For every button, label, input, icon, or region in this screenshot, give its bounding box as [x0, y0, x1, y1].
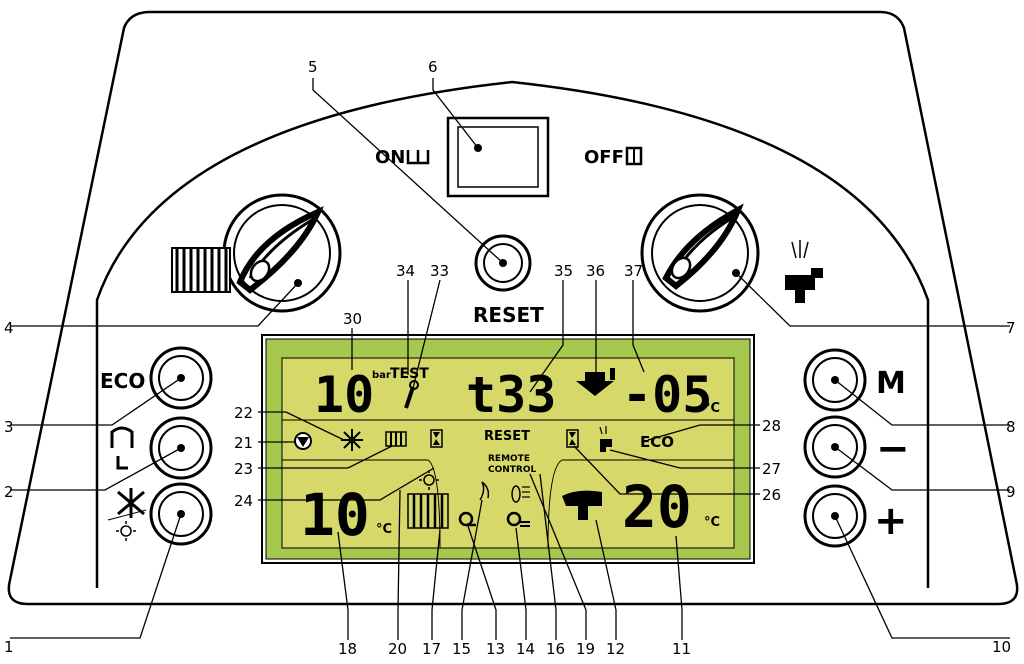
callout-19: 19 [576, 640, 595, 658]
callout-11: 11 [672, 640, 691, 658]
lcd-heating-value: 10 [300, 481, 370, 549]
callout-8: 8 [1006, 418, 1016, 436]
callout-12: 12 [606, 640, 625, 658]
lcd-display [261, 334, 755, 564]
callout-28: 28 [762, 417, 781, 435]
season-divider [107, 509, 147, 521]
callout-20: 20 [388, 640, 407, 658]
radiator-icon [171, 247, 231, 293]
burner-flame-icon [479, 481, 490, 501]
callout-30: 30 [343, 310, 362, 328]
callout-15: 15 [452, 640, 471, 658]
callout-21: 21 [234, 434, 253, 452]
callout-9: 9 [1006, 483, 1016, 501]
plus-button-label: + [874, 498, 908, 544]
callout-26: 26 [762, 486, 781, 504]
heating-temperature-knob[interactable] [222, 193, 342, 313]
lcd-remote-line1: REMOTE [488, 454, 530, 464]
callout-10: 10 [992, 638, 1011, 656]
lcd-pressure-value: 10 [314, 366, 374, 424]
lcd-eco-indicator: ECO [640, 433, 674, 451]
pump-icon [294, 432, 312, 450]
dhw-timer-icon [566, 429, 579, 448]
leader-lines [10, 78, 1010, 640]
callout-7: 7 [1006, 319, 1016, 337]
on-symbol-icon [406, 150, 430, 165]
mode-button-label: M [876, 366, 906, 401]
lcd-dhw-value: 20 [622, 473, 692, 541]
callout-24: 24 [234, 492, 253, 510]
callout-3: 3 [4, 418, 14, 436]
dhw-active-icon [599, 426, 612, 452]
callout-5: 5 [308, 58, 318, 76]
lamp-icon [511, 485, 530, 503]
heating-timer-icon [430, 429, 443, 448]
flow-sensor-bars-icon [506, 511, 530, 527]
callout-13: 13 [486, 640, 505, 658]
callout-4: 4 [4, 319, 14, 337]
callout-6: 6 [428, 58, 438, 76]
boiler-mode-icon [110, 426, 134, 470]
flow-sensor-icon [458, 511, 476, 527]
callout-35: 35 [554, 262, 573, 280]
panel-arch [95, 80, 930, 588]
callout-33: 33 [430, 262, 449, 280]
heating-active-icon [385, 431, 407, 447]
lcd-test-label: TEST [390, 366, 429, 382]
housing-outline [7, 10, 1019, 606]
frost-protection-icon [341, 429, 363, 451]
callout-14: 14 [516, 640, 535, 658]
summer-sun-icon [116, 521, 136, 541]
outdoor-sensor-icon [576, 368, 615, 396]
lcd-remote-line2: CONTROL [488, 465, 537, 475]
callout-16: 16 [546, 640, 565, 658]
lcd-outdoor-value: -05 [622, 366, 712, 424]
switch-off-label: OFF [584, 147, 624, 168]
eco-button-label: ECO [100, 369, 145, 393]
minus-button-label: − [876, 426, 910, 472]
dhw-temperature-knob[interactable] [640, 193, 760, 313]
callout-1: 1 [4, 638, 14, 656]
callout-23: 23 [234, 460, 253, 478]
lcd-pressure-unit: bar [372, 370, 391, 381]
switch-on-label: ON [375, 147, 405, 168]
reset-button-label: RESET [473, 303, 544, 327]
lcd-dhw-unit: °C [704, 515, 720, 530]
callout-17: 17 [422, 640, 441, 658]
winter-snowflake-icon [117, 488, 145, 518]
lcd-heating-unit: °C [376, 522, 392, 537]
callout-27: 27 [762, 460, 781, 478]
callout-18: 18 [338, 640, 357, 658]
hot-water-tap-icon [785, 240, 823, 303]
callout-36: 36 [586, 262, 605, 280]
lcd-reset-indicator: RESET [484, 429, 530, 444]
callout-22: 22 [234, 404, 253, 422]
heating-radiator-symbol-icon [407, 493, 449, 529]
dhw-tap-symbol-icon [562, 490, 602, 520]
callout-34: 34 [396, 262, 415, 280]
callout-37: 37 [624, 262, 643, 280]
lcd-outdoor-unit: °C [704, 401, 720, 416]
callout-2: 2 [4, 483, 14, 501]
off-symbol-icon [625, 146, 643, 166]
